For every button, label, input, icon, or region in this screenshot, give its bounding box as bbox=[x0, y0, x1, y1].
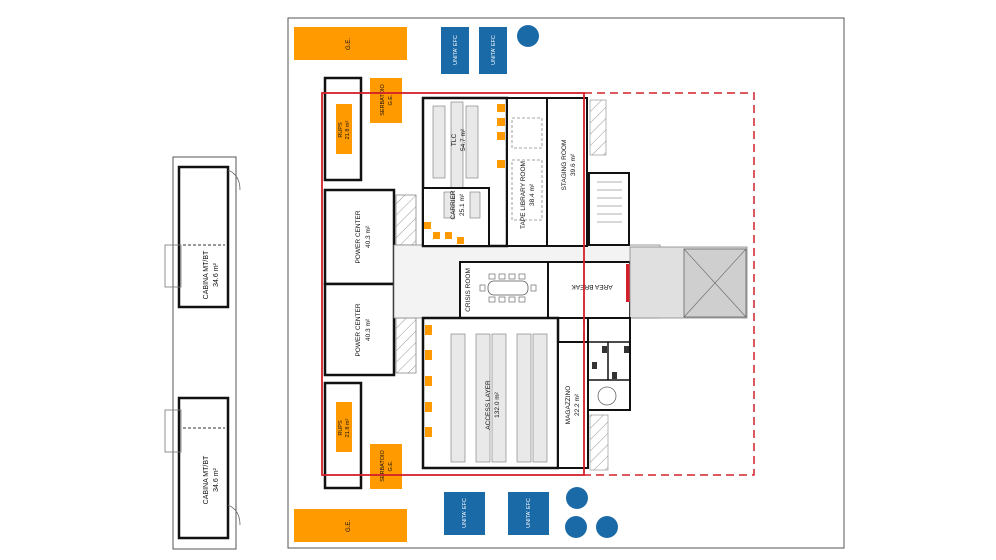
magazzino-room: MAGAZZINO 22.2 m² bbox=[557, 341, 589, 469]
ups-bottom-area: 21.8 m² bbox=[345, 419, 351, 438]
ups-room-top: RUPS 21.8 m² bbox=[323, 76, 363, 182]
tlc-label: TLC bbox=[451, 134, 458, 147]
fuel-tank-bottom-sub: G.E. bbox=[388, 460, 394, 471]
area-break: AREA BREAK bbox=[547, 261, 631, 319]
fuel-tank-top-sub: G.E. bbox=[388, 94, 394, 105]
cabina-building: CABINA MT/BT 34.6 m² CABINA MT/BT 34.6 m… bbox=[164, 156, 241, 550]
site-boundary bbox=[287, 17, 845, 549]
carrier-room: CARRIER 25.1 m² bbox=[422, 187, 490, 247]
efc-unit-bottom-2: UNITA' EFC bbox=[508, 492, 549, 535]
fuel-tank-bottom-label: SERBATOIO bbox=[380, 449, 386, 481]
ups-room-bottom: RUPS 21.8 m² bbox=[323, 381, 363, 490]
ups-top-label: RUPS bbox=[338, 122, 344, 138]
access-layer-room: ACCESS LAYER 132.0 m² bbox=[421, 316, 560, 470]
crisis-room: CRISIS ROOM bbox=[459, 261, 549, 319]
chiller-top bbox=[517, 25, 539, 47]
efc-unit-bottom-2-label: UNITA' EFC bbox=[526, 498, 532, 528]
power-center-top-label: POWER CENTER bbox=[355, 210, 362, 263]
tape-library-room: TAPE LIBRARY ROOM 38.4 m² bbox=[506, 97, 548, 247]
access-layer-area: 132.0 m² bbox=[494, 391, 501, 417]
staging-room: STAGING ROOM 39.6 m² bbox=[546, 97, 588, 247]
magazzino-label: MAGAZZINO bbox=[565, 386, 572, 425]
carrier-label: CARRIER bbox=[450, 190, 457, 220]
power-center-bottom: POWER CENTER 40.3 m² bbox=[323, 282, 396, 377]
stair-south bbox=[589, 414, 609, 471]
tape-library-label: TAPE LIBRARY ROOM bbox=[520, 161, 527, 229]
generator-top-label: G.E. bbox=[346, 38, 352, 50]
stair-top bbox=[395, 194, 417, 246]
power-center-top: POWER CENTER 40.3 m² bbox=[323, 188, 396, 286]
ups-top-area: 21.8 m² bbox=[345, 121, 351, 140]
carrier-area: 25.1 m² bbox=[459, 193, 466, 216]
chiller-bottom-3 bbox=[596, 516, 618, 538]
stair-east-hatch bbox=[589, 99, 607, 156]
area-break-label: AREA BREAK bbox=[571, 283, 613, 290]
magazzino-area: 22.2 m² bbox=[574, 393, 581, 416]
efc-unit-top-1: UNITA' EFC bbox=[441, 27, 469, 74]
fuel-tank-top-label: SERBATOIO bbox=[380, 83, 386, 115]
generator-top: G.E. bbox=[294, 27, 407, 60]
wc-block bbox=[587, 317, 631, 411]
tlc-area: 54.7 m² bbox=[460, 128, 467, 151]
power-center-bottom-area: 40.3 m² bbox=[365, 318, 372, 341]
access-layer-label: ACCESS LAYER bbox=[485, 380, 492, 430]
tape-library-area: 38.4 m² bbox=[529, 183, 536, 206]
chiller-bottom-1 bbox=[566, 487, 588, 509]
cabina-label-2: CABINA MT/BT bbox=[203, 455, 210, 504]
stair-bottom bbox=[395, 317, 417, 374]
loading-ramp bbox=[629, 246, 748, 319]
cabina-area-2: 34.6 m² bbox=[213, 467, 220, 491]
power-center-bottom-label: POWER CENTER bbox=[355, 303, 362, 356]
generator-bottom: G.E. bbox=[294, 509, 407, 542]
staging-label: STAGING ROOM bbox=[561, 140, 568, 191]
generator-bottom-label: G.E. bbox=[346, 520, 352, 532]
fuel-tank-top: SERBATOIO G.E. bbox=[370, 78, 402, 123]
stair-east bbox=[588, 172, 630, 246]
chiller-bottom-2 bbox=[565, 516, 587, 538]
stair-east-steps bbox=[597, 181, 622, 223]
efc-unit-bottom-1: UNITA' EFC bbox=[444, 492, 485, 535]
crisis-label: CRISIS ROOM bbox=[465, 268, 472, 312]
power-center-top-area: 40.3 m² bbox=[365, 225, 372, 248]
cabina-label-1: CABINA MT/BT bbox=[203, 250, 210, 299]
efc-unit-top-2: UNITA' EFC bbox=[479, 27, 507, 74]
cabina-area-1: 34.6 m² bbox=[213, 262, 220, 286]
building-boundary bbox=[321, 92, 585, 476]
efc-unit-top-2-label: UNITA' EFC bbox=[491, 35, 497, 65]
ups-bottom-label: RUPS bbox=[338, 420, 344, 436]
staging-area: 39.6 m² bbox=[570, 153, 577, 176]
fuel-tank-bottom: SERBATOIO G.E. bbox=[370, 444, 402, 489]
efc-unit-bottom-1-label: UNITA' EFC bbox=[462, 498, 468, 528]
efc-unit-top-1-label: UNITA' EFC bbox=[453, 35, 459, 65]
